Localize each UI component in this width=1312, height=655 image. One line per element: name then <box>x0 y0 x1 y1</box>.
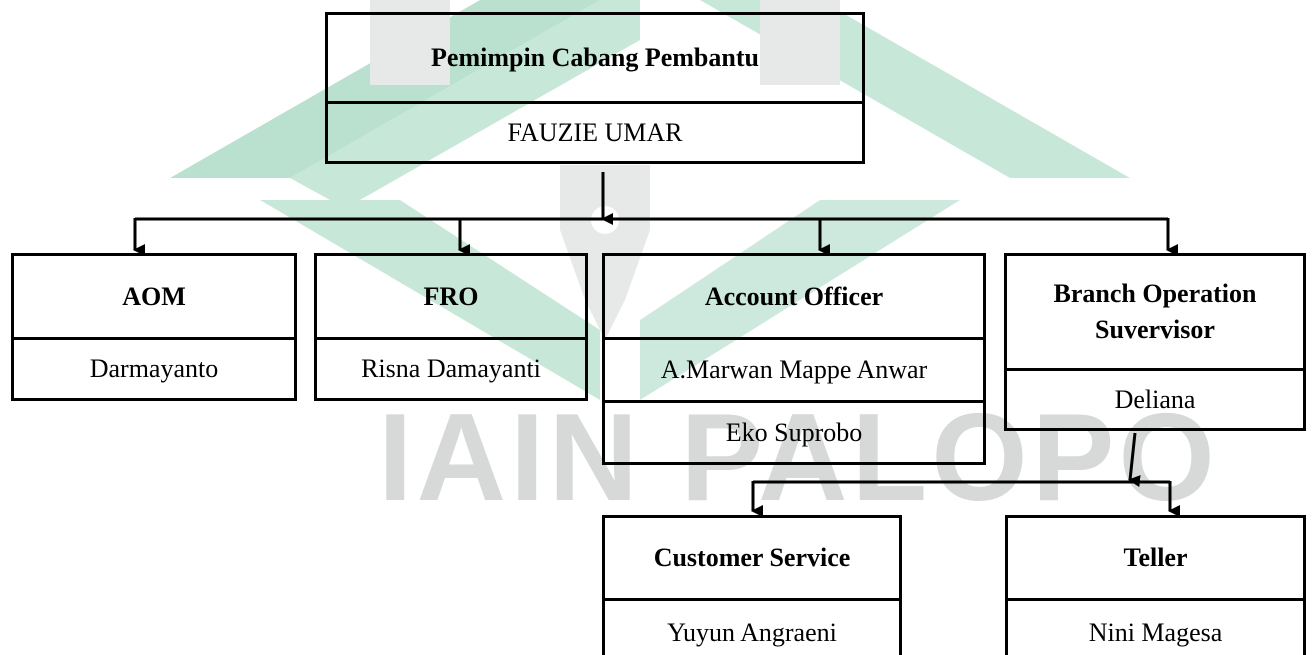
node-teller-member: Nini Magesa <box>1008 598 1303 655</box>
node-teller-title: Teller <box>1123 543 1188 572</box>
node-head: Pemimpin Cabang Pembantu FAUZIE UMAR <box>325 12 865 164</box>
node-customer-service-title: Customer Service <box>653 543 851 572</box>
watermark-text: IAIN PALOPO <box>378 389 1219 527</box>
node-fro-member: Risna Damayanti <box>317 337 585 398</box>
node-bos: Branch Operation Suvervisor Deliana <box>1004 253 1306 431</box>
connector-bos-down <box>1128 432 1141 488</box>
node-bos-title: Branch Operation Suvervisor <box>1053 279 1257 344</box>
node-aom-member: Darmayanto <box>14 337 294 398</box>
watermark-chevron-right-lower <box>640 200 960 400</box>
node-head-title: Pemimpin Cabang Pembantu <box>431 43 759 72</box>
node-fro: FRO Risna Damayanti <box>314 253 588 401</box>
watermark-chevron-left-inner <box>290 0 640 200</box>
node-account-officer-title: Account Officer <box>704 281 884 311</box>
node-bos-member: Deliana <box>1007 368 1303 428</box>
node-account-officer-member-1: A.Marwan Mappe Anwar <box>605 337 983 400</box>
node-customer-service-member: Yuyun Angraeni <box>605 598 899 655</box>
node-account-officer: Account Officer A.Marwan Mappe Anwar Eko… <box>602 253 986 465</box>
node-teller: Teller Nini Magesa <box>1005 515 1306 655</box>
node-head-member: FAUZIE UMAR <box>328 101 862 161</box>
node-fro-title: FRO <box>423 281 479 311</box>
node-customer-service: Customer Service Yuyun Angraeni <box>602 515 902 655</box>
node-aom: AOM Darmayanto <box>11 253 297 401</box>
watermark-chevron-left-outer <box>170 0 600 178</box>
node-aom-title: AOM <box>122 281 186 311</box>
watermark-chevron-left-lower <box>260 200 600 400</box>
node-account-officer-member-2: Eko Suprobo <box>605 400 983 462</box>
watermark-pen-nib <box>560 165 650 340</box>
